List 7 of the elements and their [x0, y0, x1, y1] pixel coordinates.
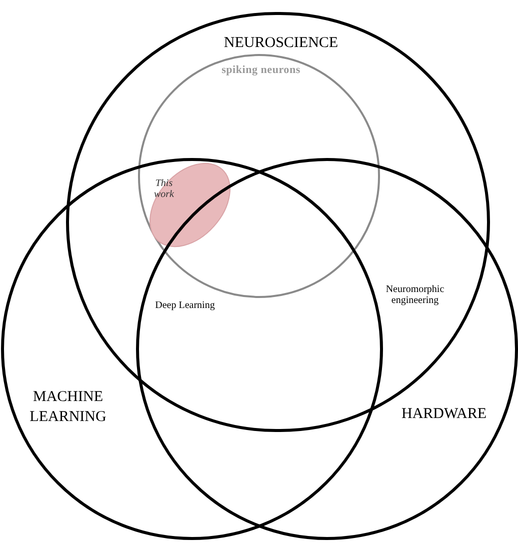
set-label: HARDWARE — [400, 405, 488, 424]
region-label: Deep Learning — [154, 300, 216, 311]
set-label: spiking neurons — [220, 63, 302, 78]
region-label: Neuromorphic engineering — [384, 284, 446, 306]
set-label: This work — [153, 178, 175, 200]
set-label: MACHINE LEARNING — [28, 388, 108, 427]
set-label: NEUROSCIENCE — [222, 34, 340, 53]
